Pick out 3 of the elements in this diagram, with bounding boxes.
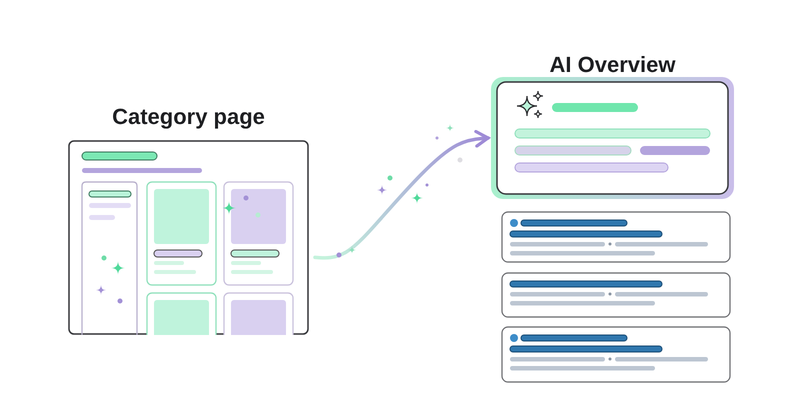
curved-arrow xyxy=(313,130,490,260)
heading: Category page xyxy=(111,104,266,130)
heading: AI Overview xyxy=(548,52,676,78)
